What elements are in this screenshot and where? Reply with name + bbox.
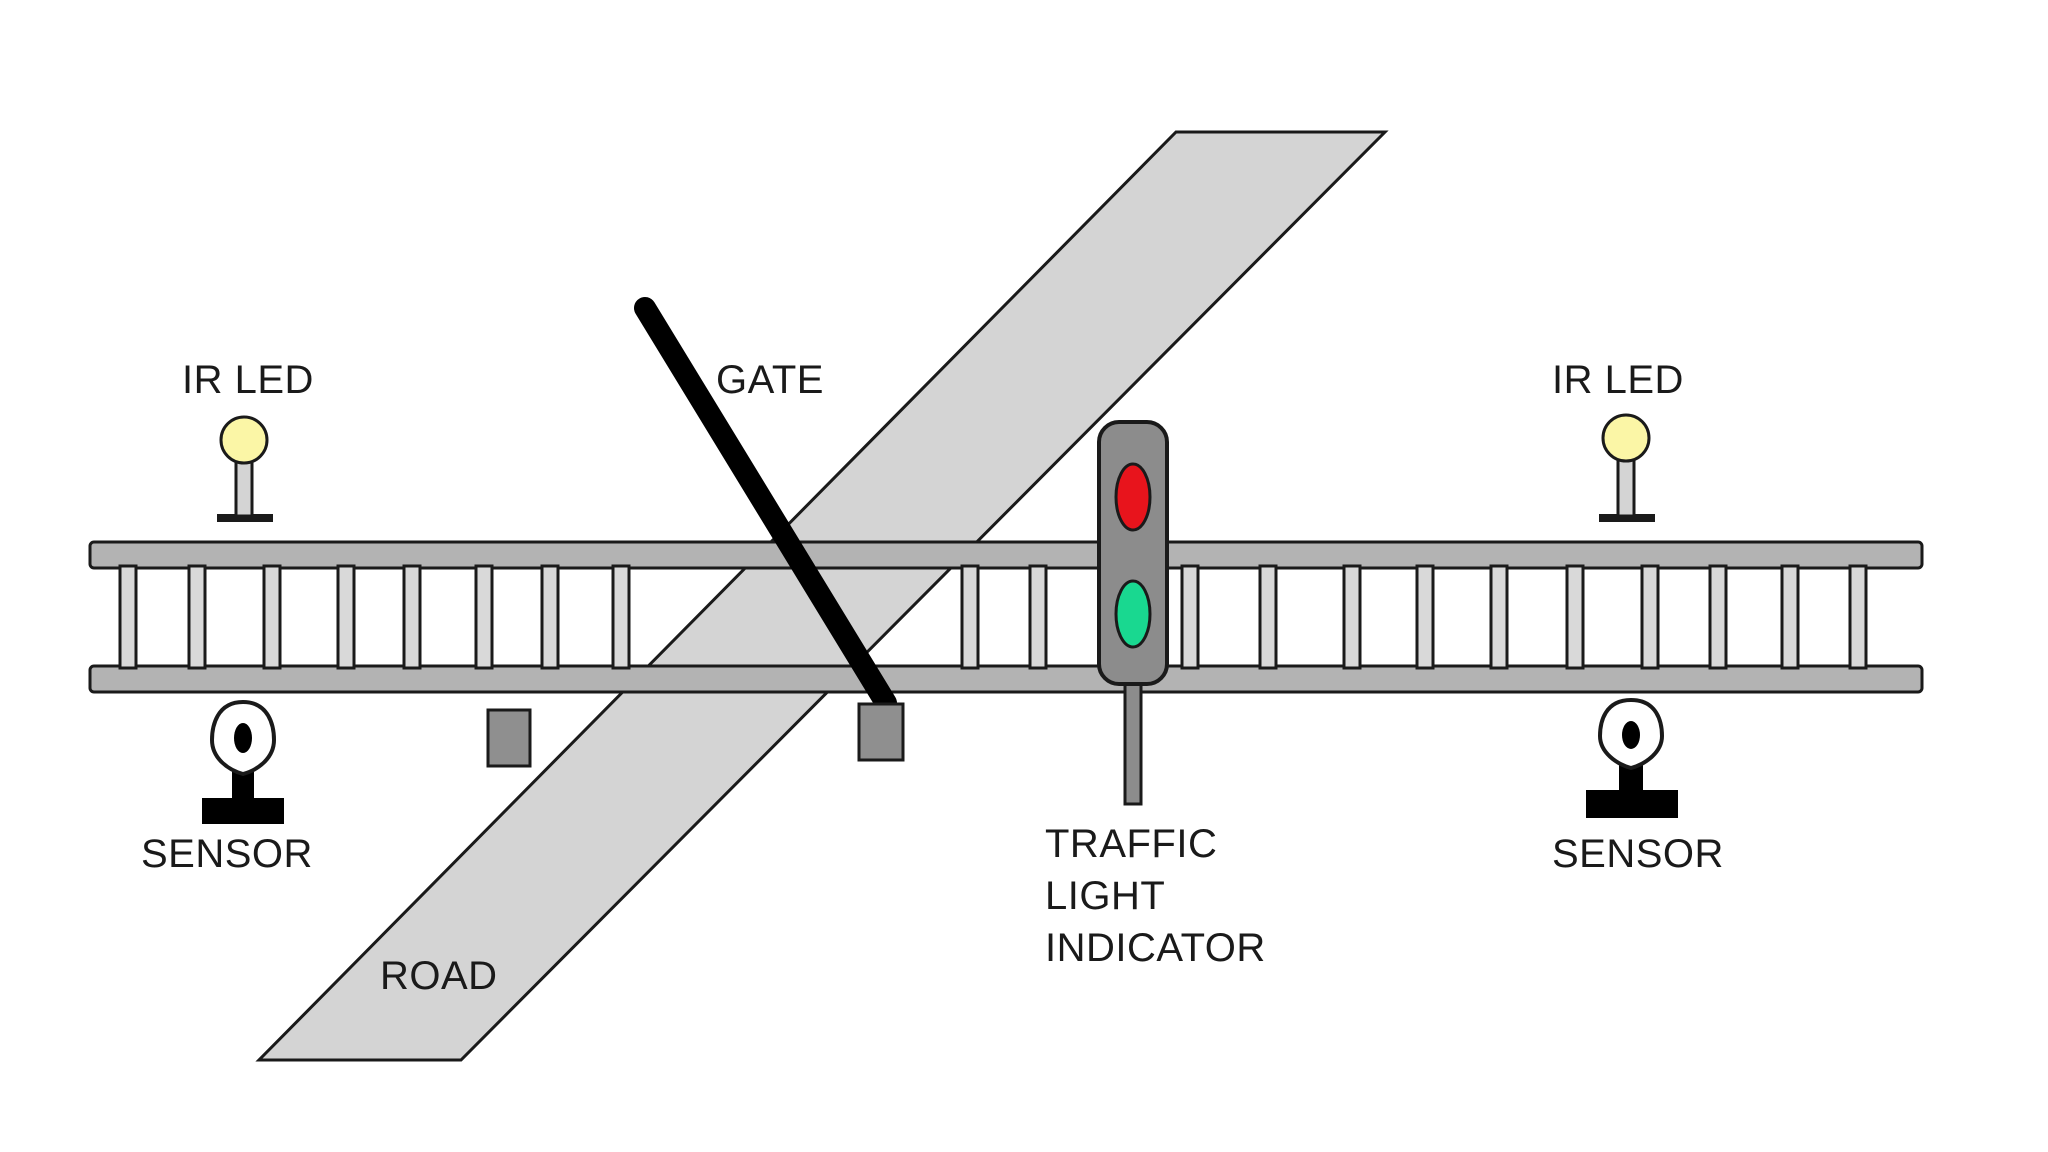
railway-tie (118, 564, 138, 670)
small-block-left (486, 708, 532, 768)
railway-tie (1708, 564, 1728, 670)
ir-led-stem (1616, 458, 1636, 518)
ir-led-right-label: IR LED (1552, 358, 1684, 402)
railway-tie (1640, 564, 1660, 670)
ir-led-left (217, 415, 273, 522)
railway-tie (611, 564, 631, 670)
rail-bottom (88, 664, 1924, 694)
ir-led-icon (219, 415, 269, 465)
railway-tie (1415, 564, 1435, 670)
sensor-base (1586, 790, 1678, 818)
railway-tie (960, 564, 980, 670)
railway-ties (118, 564, 1868, 670)
railway-tie (402, 564, 422, 670)
railway-tie (540, 564, 560, 670)
gate-barrier (634, 297, 905, 762)
ir-led-left-label: IR LED (182, 358, 314, 402)
railway-tie (1848, 564, 1868, 670)
road-label: ROAD (380, 954, 498, 998)
gate-label: GATE (716, 358, 824, 402)
sensor-left-label: SENSOR (141, 832, 313, 876)
sensor-base (202, 798, 284, 824)
sensor-right (1586, 697, 1678, 818)
traffic-light (1097, 420, 1169, 806)
railway-tie (1342, 564, 1362, 670)
railway-tie (262, 564, 282, 670)
railway-tie (1489, 564, 1509, 670)
railway-tie (1780, 564, 1800, 670)
ir-led-stem (234, 458, 254, 518)
sensor-stem (232, 770, 254, 800)
railway-tie (474, 564, 494, 670)
railway-tie (1028, 564, 1048, 670)
railway-tie (1565, 564, 1585, 670)
gate-base (857, 702, 905, 762)
signal-red-light (1114, 462, 1152, 532)
railway-tie (187, 564, 207, 670)
railway-tie (1258, 564, 1278, 670)
rail-top (88, 540, 1924, 570)
sensor-right-label: SENSOR (1552, 832, 1724, 876)
sensor-left (202, 699, 284, 824)
sensor-eye (234, 723, 252, 753)
signal-green-light (1114, 579, 1152, 649)
ir-led-base (217, 514, 273, 522)
railway-tie (1180, 564, 1200, 670)
railway-tie (336, 564, 356, 670)
gate-barrier-icon (634, 297, 897, 714)
traffic-label-line3: INDICATOR (1045, 926, 1266, 970)
ir-led-right (1599, 413, 1655, 522)
traffic-light-pole (1123, 678, 1143, 806)
ir-led-base (1599, 514, 1655, 522)
ir-led-icon (1601, 413, 1651, 463)
sensor-eye (1622, 721, 1640, 749)
traffic-label-line1: TRAFFIC (1045, 822, 1217, 866)
traffic-label-line2: LIGHT (1045, 874, 1165, 918)
